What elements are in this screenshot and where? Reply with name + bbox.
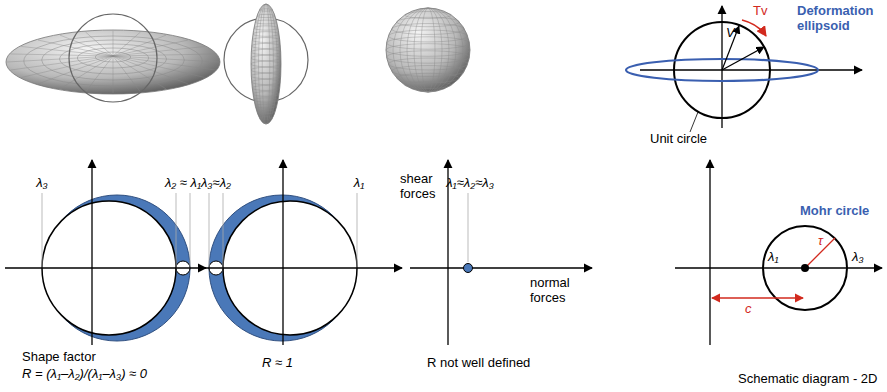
grid-line xyxy=(38,56,113,84)
prolate-ellipsoid xyxy=(224,4,308,124)
mohr-panel-prolate xyxy=(200,160,402,345)
grid-line xyxy=(60,56,113,89)
grid-line xyxy=(252,86,279,91)
grid-line xyxy=(251,67,281,72)
mohr-panel-oblate xyxy=(5,160,206,345)
caption-text: R not well defined xyxy=(427,356,530,371)
panel-title: Deformation ellipsoid xyxy=(797,4,883,34)
grid-line xyxy=(252,79,281,84)
vector-label: Tv xyxy=(753,4,767,19)
mohr-schematic xyxy=(675,160,882,345)
grid-line xyxy=(397,73,460,82)
grid-line xyxy=(251,73,280,78)
grid-line xyxy=(255,104,276,108)
grid-line xyxy=(251,49,280,54)
grid-line xyxy=(60,35,113,56)
grid-line xyxy=(414,8,442,92)
grid-line xyxy=(253,92,279,97)
mohr-panel-sphere xyxy=(410,160,592,345)
eigenvalue-label: λ₁ xyxy=(768,250,779,265)
grid-line xyxy=(7,56,113,62)
shape-label: Unit circle xyxy=(650,132,707,147)
distance-label: c xyxy=(745,302,752,317)
axis-label: shear forces xyxy=(400,172,446,202)
sphere xyxy=(386,8,470,92)
grid-line xyxy=(262,4,270,124)
grid-line xyxy=(251,55,281,60)
grid-line xyxy=(259,4,274,124)
grid-line xyxy=(253,32,279,37)
grid-line xyxy=(407,8,449,92)
caption-text: Schematic diagram - 2D xyxy=(738,372,877,387)
grid-line xyxy=(421,8,435,92)
oblate-ellipsoid xyxy=(6,14,220,102)
panel-title: Mohr circle xyxy=(800,204,869,219)
grid-line xyxy=(86,32,113,56)
caption-text: Shape factor xyxy=(22,350,96,365)
grid-line xyxy=(113,40,188,56)
grid-line xyxy=(113,54,215,56)
formula-text: R = (λ₁–λ₂)/(λ₁–λ₃) ≈ 0 xyxy=(22,367,147,382)
grid-line xyxy=(113,56,219,62)
eigenvalue-label: λ₁ xyxy=(354,176,365,191)
grid-line xyxy=(113,32,140,56)
grid-line xyxy=(386,44,470,57)
formula-text: R ≈ 1 xyxy=(262,356,293,371)
grid-line xyxy=(400,8,456,92)
grid-line xyxy=(21,47,113,57)
eigenvalue-label: λ₃≈λ₂ xyxy=(201,176,231,191)
grid-line xyxy=(388,58,467,70)
axis-label: normal forces xyxy=(530,276,585,306)
grid-line xyxy=(113,35,166,56)
grid-line xyxy=(255,4,278,124)
grid-line xyxy=(113,56,140,92)
vector-label: V xyxy=(726,26,735,41)
eigenvalue-label: λ₂ ≈ λ₁ xyxy=(165,176,201,191)
grid-line xyxy=(387,37,470,49)
grid-line xyxy=(252,38,279,43)
grid-line xyxy=(254,26,278,30)
grid-line xyxy=(113,56,166,89)
grid-line xyxy=(254,98,278,102)
grid-line xyxy=(397,17,460,26)
grid-line xyxy=(113,31,114,56)
grid-line xyxy=(388,30,467,42)
grid-line xyxy=(113,56,114,93)
grid-line xyxy=(38,40,113,56)
grid-line xyxy=(11,56,113,70)
grid-line xyxy=(251,61,281,66)
grid-line xyxy=(113,56,188,84)
grid-line xyxy=(393,8,463,92)
eigenvalue-label: λ₁≈λ₂≈λ₃ xyxy=(446,176,494,191)
radius-label: τ xyxy=(818,234,823,249)
eigenvalue-label: λ₃ xyxy=(852,250,864,265)
grid-line xyxy=(387,51,470,63)
grid-line xyxy=(255,20,276,24)
grid-line xyxy=(252,43,281,48)
eigenvalue-label: λ₃ xyxy=(36,176,48,191)
